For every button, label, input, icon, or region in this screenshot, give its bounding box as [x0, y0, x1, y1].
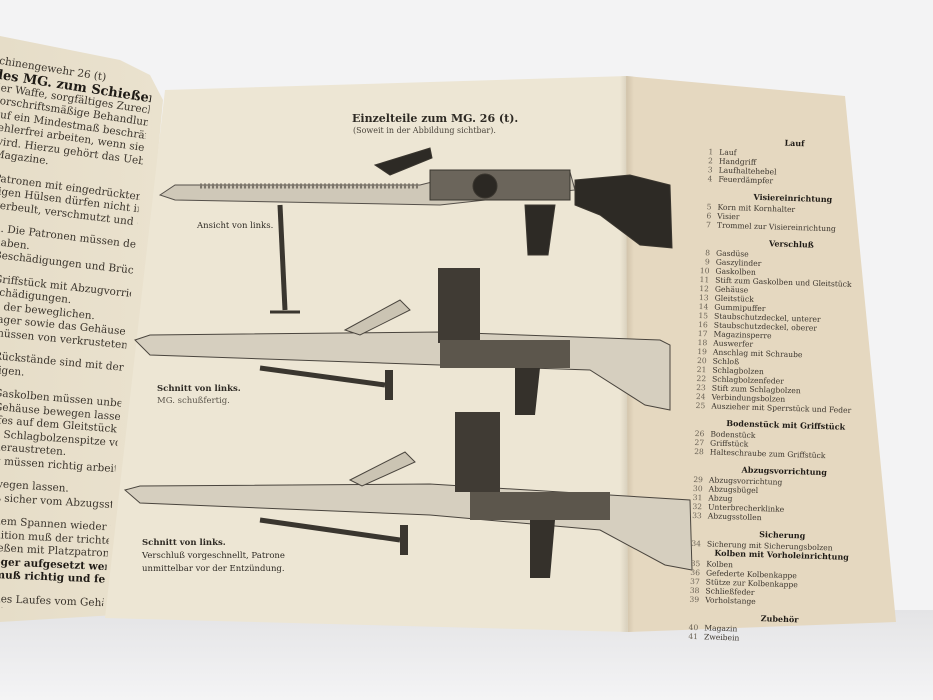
part-number: 38	[689, 585, 700, 596]
part-number: 26	[694, 428, 705, 439]
part-number: 40	[688, 622, 699, 633]
part-number: 30	[692, 483, 703, 494]
part-name: Vorholstange	[705, 595, 756, 606]
part-name: Zweibein	[703, 632, 740, 643]
part-number: 18	[697, 338, 708, 348]
figure-section-ready	[134, 268, 671, 415]
part-number: 21	[696, 365, 707, 375]
figure-2-caption: Schnitt von links.	[157, 384, 241, 394]
part-number: 2	[707, 156, 714, 166]
part-name: Abzugsstollen	[707, 511, 762, 523]
part-number: 24	[695, 392, 706, 402]
part-number: 19	[697, 347, 708, 357]
figure-3-caption-detail-2: unmittelbar vor der Entzündung.	[142, 564, 285, 574]
part-number: 33	[692, 510, 702, 521]
figure-3-caption-detail-1: Verschluß vorgeschnellt, Patrone	[142, 551, 285, 561]
figure-side-view	[158, 147, 673, 314]
part-number: 10	[699, 266, 710, 276]
part-number: 8	[705, 248, 711, 258]
part-number: 7	[705, 220, 712, 230]
part-number: 5	[706, 202, 712, 212]
part-number: 31	[692, 492, 703, 503]
part-number: 37	[689, 576, 700, 587]
part-number: 35	[690, 558, 701, 569]
part-number: 22	[696, 374, 707, 384]
part-number: 1	[708, 147, 714, 157]
part-number: 39	[689, 594, 700, 605]
figure-3-caption: Schnitt von links.	[142, 538, 226, 548]
part-number: 32	[692, 501, 703, 512]
part-number: 41	[688, 631, 699, 642]
part-number: 15	[698, 311, 709, 321]
figure-2-caption-detail: MG. schußfertig.	[157, 396, 230, 406]
part-number: 17	[697, 329, 708, 339]
part-name: Feuerdämpfer	[718, 174, 774, 186]
page-subtitle: (Soweit in der Abbildung sichtbar).	[353, 126, 496, 135]
part-number: 13	[698, 293, 709, 303]
part-number: 4	[707, 174, 713, 184]
figure-section-fired	[123, 412, 693, 578]
part-number: 9	[704, 257, 710, 267]
part-number: 25	[695, 401, 706, 411]
part-number: 28	[694, 446, 704, 457]
part-number: 11	[699, 275, 710, 285]
part-number: 20	[696, 356, 707, 366]
page-title: Einzelteile zum MG. 26 (t).	[352, 112, 519, 125]
part-number: 3	[707, 165, 713, 175]
part-number: 14	[698, 302, 709, 312]
figure-1-caption: Ansicht von links.	[197, 221, 274, 231]
part-number: 12	[699, 284, 710, 294]
part-number: 29	[693, 474, 704, 485]
part-number: 36	[690, 567, 701, 578]
part-number: 27	[694, 437, 705, 448]
part-number: 23	[696, 383, 706, 393]
part-number: 6	[706, 211, 712, 221]
part-number: 34	[691, 538, 702, 549]
part-number: 16	[698, 320, 708, 330]
